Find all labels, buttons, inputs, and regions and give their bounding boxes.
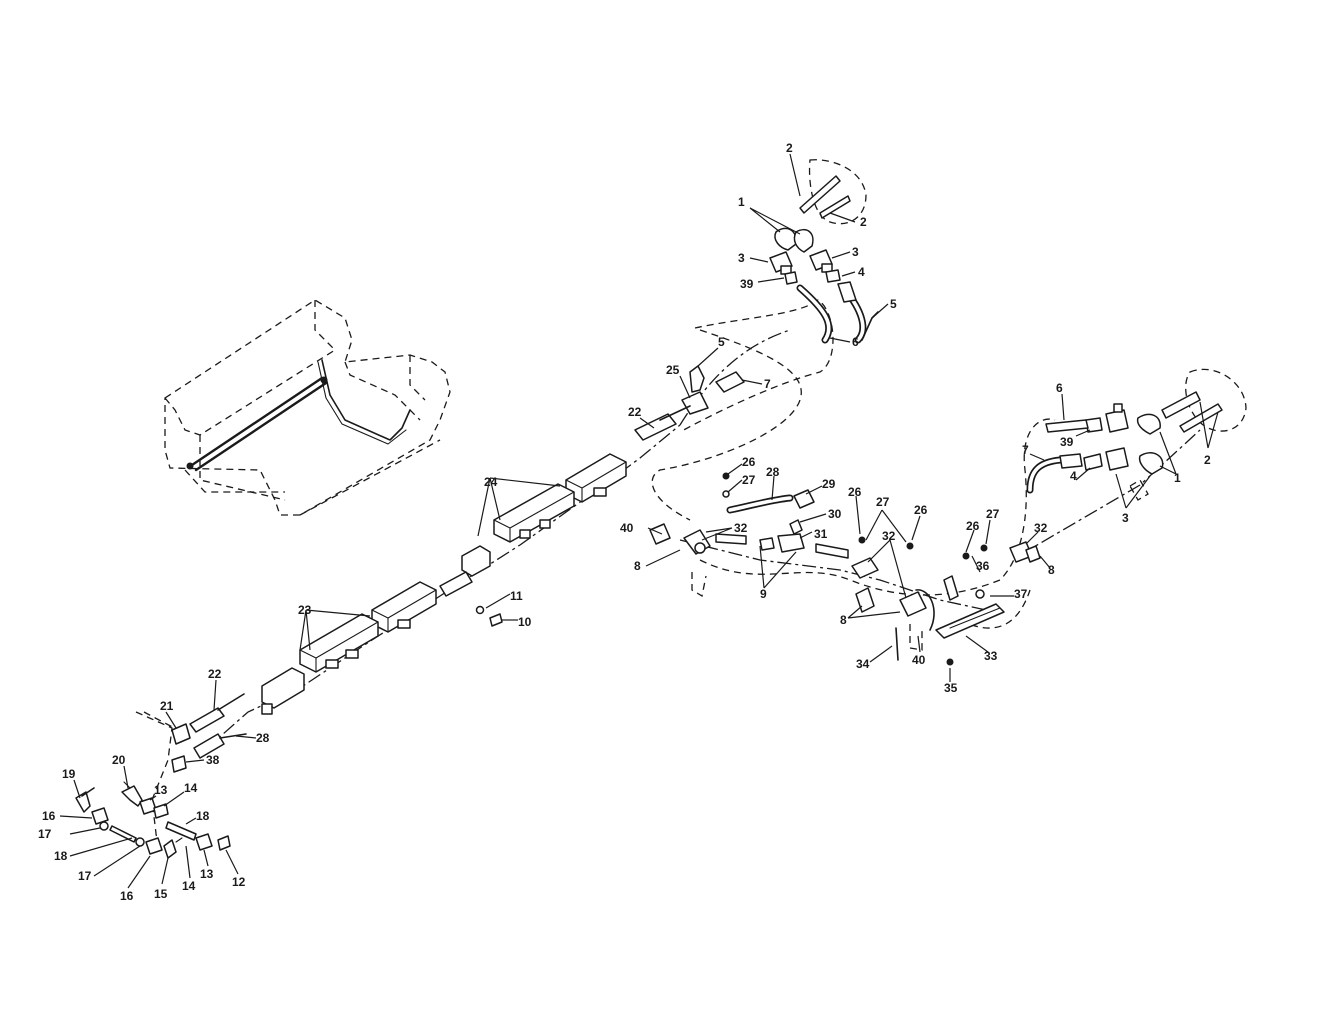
right-gauge-assembly <box>895 368 1247 666</box>
callout-5: 5 <box>718 335 725 349</box>
callout-13: 13 <box>200 867 214 881</box>
callout-3: 3 <box>852 245 859 259</box>
callout-7: 7 <box>1022 443 1029 457</box>
callout-34: 34 <box>856 657 870 671</box>
callout-19: 19 <box>62 767 76 781</box>
callout-8: 8 <box>840 613 847 627</box>
line-routing <box>204 299 1201 751</box>
callout-26: 26 <box>742 455 756 469</box>
callout-28: 28 <box>766 465 780 479</box>
callout-6: 6 <box>1056 381 1063 395</box>
callout-37: 37 <box>1014 587 1028 601</box>
callout-26: 26 <box>966 519 980 533</box>
callout-33: 33 <box>984 649 998 663</box>
callout-24: 24 <box>484 475 498 489</box>
callout-20: 20 <box>112 753 126 767</box>
callout-17: 17 <box>78 869 92 883</box>
callout-23: 23 <box>298 603 312 617</box>
callout-27: 27 <box>876 495 890 509</box>
callout-5: 5 <box>890 297 897 311</box>
callout-25: 25 <box>666 363 680 377</box>
bracket-set-23 <box>261 571 503 715</box>
callout-16: 16 <box>120 889 134 903</box>
center-connector-assembly <box>634 365 745 441</box>
callout-4: 4 <box>858 265 865 279</box>
callout-32: 32 <box>1034 521 1048 535</box>
callout-9: 9 <box>760 587 767 601</box>
callout-29: 29 <box>822 477 836 491</box>
callout-3: 3 <box>738 251 745 265</box>
callout-32: 32 <box>882 529 896 543</box>
callout-30: 30 <box>828 507 842 521</box>
callout-8: 8 <box>1048 563 1055 577</box>
upper-gauge-assembly <box>769 159 879 344</box>
callout-26: 26 <box>914 503 928 517</box>
callout-40: 40 <box>912 653 926 667</box>
callout-1: 1 <box>738 195 745 209</box>
callout-labels: 2 2 1 3 3 4 39 5 6 5 25 7 22 6 39 7 4 3 … <box>38 141 1211 903</box>
callout-32: 32 <box>734 521 748 535</box>
callout-leaders <box>59 153 1219 889</box>
callout-40: 40 <box>620 521 634 535</box>
callout-22: 22 <box>628 405 642 419</box>
callout-16: 16 <box>42 809 56 823</box>
callout-18: 18 <box>54 849 68 863</box>
callout-39: 39 <box>1060 435 1074 449</box>
callout-31: 31 <box>814 527 828 541</box>
callout-3: 3 <box>1122 511 1129 525</box>
callout-13: 13 <box>154 783 168 797</box>
callout-27: 27 <box>986 507 1000 521</box>
callout-39: 39 <box>740 277 754 291</box>
lower-left-fittings <box>75 693 247 859</box>
callout-12: 12 <box>232 875 246 889</box>
callout-4: 4 <box>1070 469 1077 483</box>
callout-14: 14 <box>184 781 198 795</box>
callout-28: 28 <box>256 731 270 745</box>
callout-1: 1 <box>1174 471 1181 485</box>
callout-15: 15 <box>154 887 168 901</box>
callout-21: 21 <box>160 699 174 713</box>
callout-27: 27 <box>742 473 756 487</box>
callout-14: 14 <box>182 879 196 893</box>
callout-6: 6 <box>852 335 859 349</box>
callout-11: 11 <box>510 589 523 603</box>
callout-2: 2 <box>786 141 793 155</box>
callout-7: 7 <box>764 377 771 391</box>
bracket-set-24 <box>461 453 627 577</box>
callout-22: 22 <box>208 667 222 681</box>
vehicle-outline-inset <box>164 299 451 516</box>
callout-17: 17 <box>38 827 52 841</box>
callout-35: 35 <box>944 681 958 695</box>
middle-valve-fittings <box>649 472 927 651</box>
callout-36: 36 <box>976 559 990 573</box>
callout-2: 2 <box>860 215 867 229</box>
callout-10: 10 <box>518 615 532 629</box>
callout-38: 38 <box>206 753 220 767</box>
callout-8: 8 <box>634 559 641 573</box>
callout-18: 18 <box>196 809 210 823</box>
callout-26: 26 <box>848 485 862 499</box>
callout-2: 2 <box>1204 453 1211 467</box>
